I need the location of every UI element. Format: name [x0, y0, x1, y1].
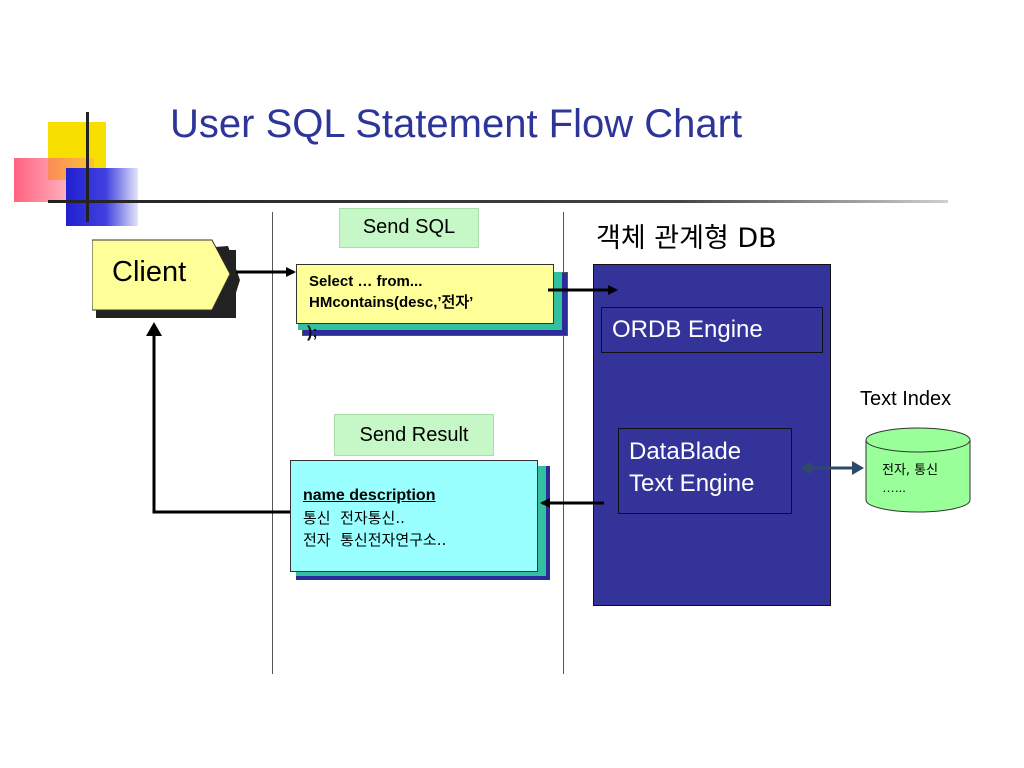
send-sql-label: Send SQL	[339, 208, 479, 248]
text-index-line-1: 전자, 통신	[882, 463, 939, 478]
arrow-result-to-client-head	[146, 322, 162, 336]
ordb-engine-box: ORDB Engine	[601, 307, 823, 353]
datablade-line-2: Text Engine	[629, 470, 755, 497]
result-box: name description 통신 전자통신.. 전자 통신전자연구소..	[290, 460, 538, 572]
sql-line-1: Select … from...	[309, 273, 423, 290]
page-title: User SQL Statement Flow Chart	[170, 102, 743, 146]
sql-line-3: );	[307, 324, 318, 341]
column-divider-right	[563, 212, 564, 674]
arrow-datablade-text-index-head-left	[800, 461, 812, 475]
arrow-result-to-client	[152, 330, 290, 514]
db-heading: 객체 관계형 DB	[596, 223, 777, 254]
text-index-label: Text Index	[860, 388, 952, 410]
client-label: Client	[112, 256, 187, 288]
client-pentagon	[92, 239, 240, 318]
datablade-line-1: DataBlade	[629, 438, 742, 465]
sql-statement-box: Select … from... HMcontains(desc,’전자’	[296, 264, 554, 324]
decor-blue-square	[66, 168, 138, 226]
column-divider-left	[272, 212, 273, 674]
result-row-2: 전자 통신전자연구소..	[303, 531, 447, 549]
ordb-engine-label: ORDB Engine	[612, 316, 763, 343]
sql-line-2: HMcontains(desc,’전자’	[309, 294, 474, 311]
result-row-1: 통신 전자통신..	[303, 509, 405, 527]
decor-vertical-line	[86, 112, 89, 222]
text-index-cylinder	[865, 427, 971, 513]
result-header: name description	[303, 487, 436, 504]
decor-horizontal-rule	[48, 200, 948, 203]
datablade-box: DataBlade Text Engine	[618, 428, 792, 514]
arrow-datablade-text-index-head-right	[852, 461, 864, 475]
text-index-line-2: …...	[882, 480, 906, 495]
send-result-label: Send Result	[334, 414, 494, 456]
